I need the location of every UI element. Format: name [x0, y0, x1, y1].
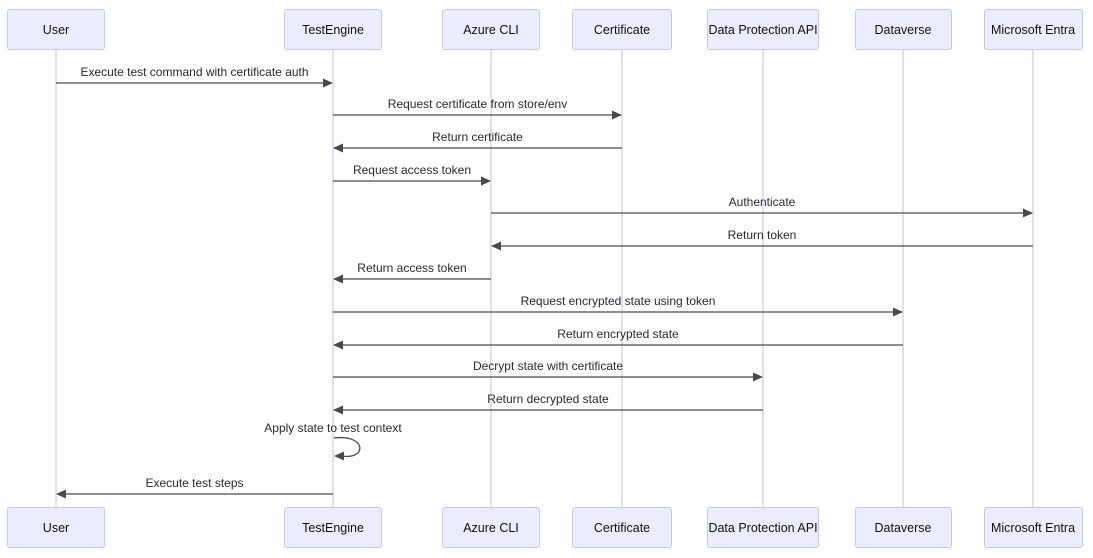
actor-label: User: [42, 520, 70, 535]
actor-box-bottom-microsoft-entra: Microsoft Entra: [983, 507, 1083, 548]
arrowhead: [323, 78, 333, 88]
actor-label: Data Protection API: [708, 22, 818, 37]
actor-box-bottom-data-protection-api: Data Protection API: [707, 507, 819, 548]
arrowhead: [333, 405, 343, 415]
actor-label: Microsoft Entra: [990, 520, 1076, 535]
arrowhead: [334, 451, 344, 461]
actor-label: TestEngine: [302, 520, 364, 535]
actor-label: Data Protection API: [708, 520, 818, 535]
actor-box-top-user: User: [7, 9, 105, 50]
actor-label: Certificate: [593, 22, 651, 37]
actor-label: Azure CLI: [463, 520, 519, 535]
actor-label: Dataverse: [874, 520, 932, 535]
actor-label: User: [42, 22, 70, 37]
arrowhead: [333, 340, 343, 350]
arrowhead: [612, 110, 622, 120]
arrowhead: [481, 176, 491, 186]
actor-box-top-dataverse: Dataverse: [854, 9, 952, 50]
actor-label: Certificate: [593, 520, 651, 535]
actor-label: Dataverse: [874, 22, 932, 37]
actor-box-bottom-azure-cli: Azure CLI: [442, 507, 540, 548]
actor-box-bottom-user: User: [7, 507, 105, 548]
actor-box-top-data-protection-api: Data Protection API: [707, 9, 819, 50]
arrowhead: [333, 143, 343, 153]
arrowhead: [1023, 208, 1033, 218]
actor-label: Microsoft Entra: [990, 22, 1076, 37]
arrowhead: [491, 241, 501, 251]
actor-box-bottom-dataverse: Dataverse: [854, 507, 952, 548]
arrowhead: [333, 274, 343, 284]
self-message-loop: [333, 436, 361, 458]
actor-label: Azure CLI: [463, 22, 519, 37]
actor-box-top-microsoft-entra: Microsoft Entra: [983, 9, 1083, 50]
arrowhead: [56, 489, 66, 499]
actor-box-bottom-certificate: Certificate: [572, 507, 672, 548]
actor-box-top-azure-cli: Azure CLI: [442, 9, 540, 50]
actor-box-bottom-testengine: TestEngine: [284, 507, 382, 548]
arrowhead: [753, 372, 763, 382]
actor-box-top-certificate: Certificate: [572, 9, 672, 50]
actor-label: TestEngine: [302, 22, 364, 37]
actor-box-top-testengine: TestEngine: [284, 9, 382, 50]
arrowhead: [893, 307, 903, 317]
